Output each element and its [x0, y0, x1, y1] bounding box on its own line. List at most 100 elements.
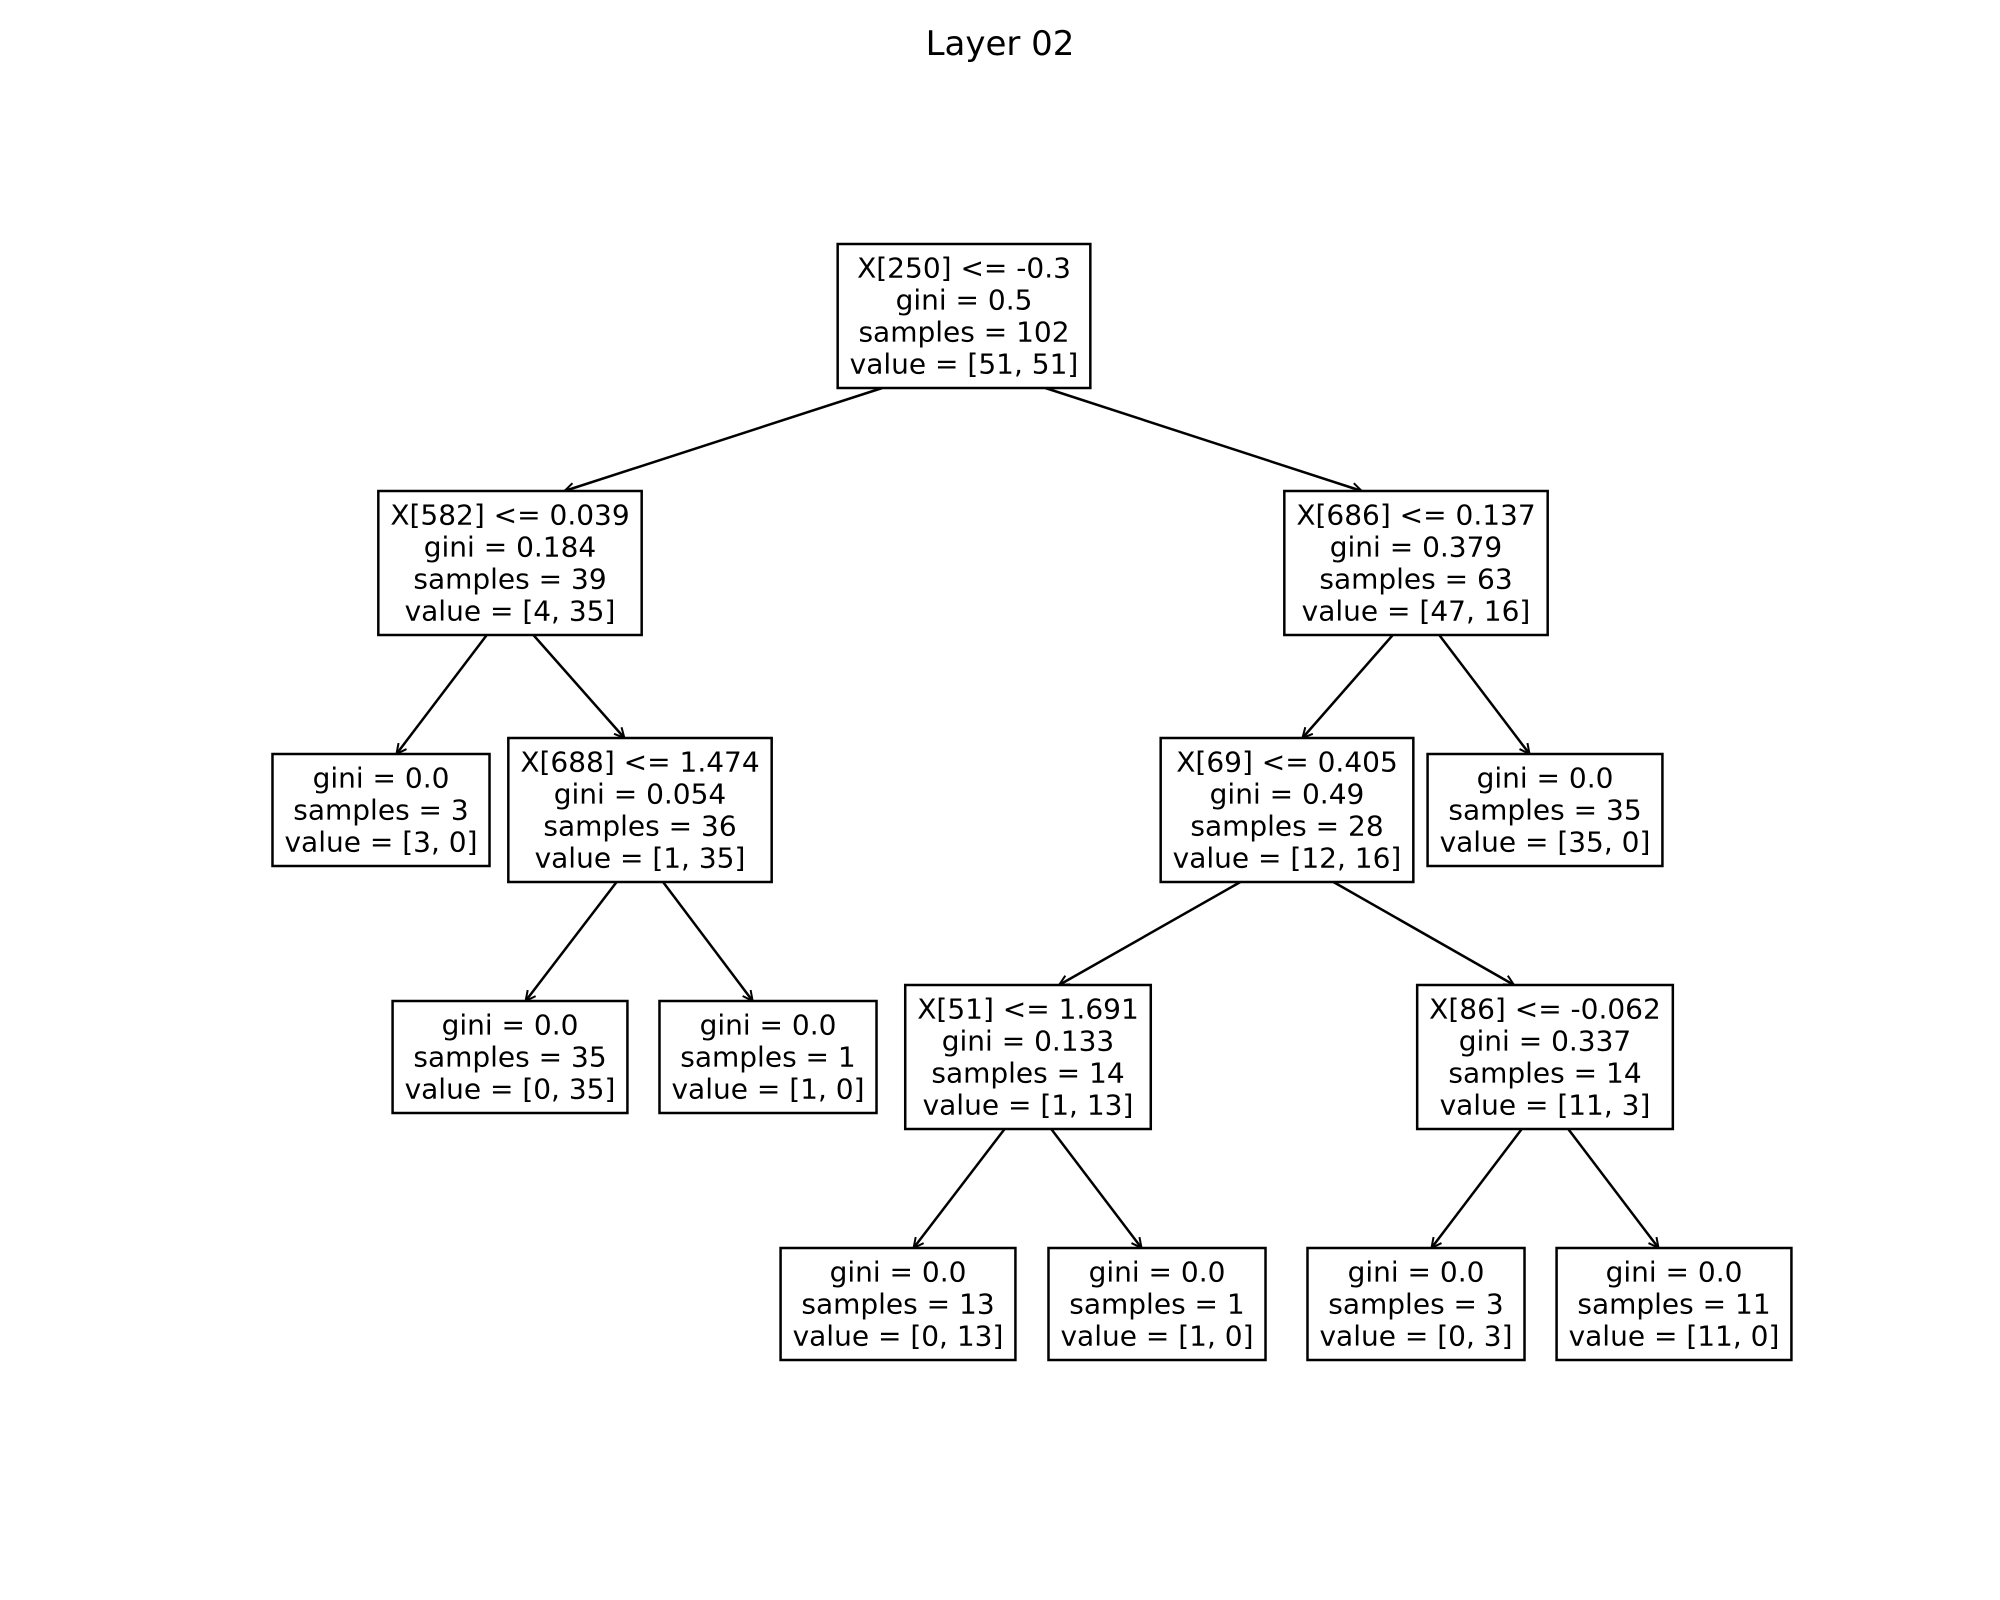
node-line: samples = 14 — [931, 1057, 1124, 1090]
tree-edge-arrow — [1431, 1128, 1523, 1248]
node-line: samples = 63 — [1319, 563, 1512, 596]
node-box — [1159, 736, 1415, 884]
tree-edge-arrow — [1567, 1128, 1658, 1248]
node-line: X[250] <= -0.3 — [857, 252, 1071, 285]
tree-edge-arrow — [1332, 880, 1514, 985]
node-line: value = [0, 3] — [1319, 1320, 1512, 1353]
node-line: value = [1, 13] — [923, 1089, 1134, 1122]
node-line: value = [0, 13] — [793, 1320, 1004, 1353]
node-box — [1306, 1246, 1526, 1362]
tree-edge-arrow — [1059, 880, 1241, 985]
node-line: gini = 0.184 — [424, 531, 597, 564]
tree-edge-arrow — [914, 1128, 1006, 1248]
tree-edge-arrow — [1438, 634, 1529, 754]
node-box — [391, 999, 629, 1115]
node-line: X[51] <= 1.691 — [917, 993, 1139, 1026]
node-line: samples = 35 — [1448, 794, 1641, 827]
tree-edge-arrow — [396, 634, 488, 754]
node-box — [836, 242, 1092, 390]
node-line: value = [1, 35] — [535, 842, 746, 875]
node-box — [1283, 489, 1549, 637]
node-line: value = [35, 0] — [1440, 826, 1651, 859]
node-line: samples = 1 — [680, 1041, 855, 1074]
node-line: value = [11, 0] — [1569, 1320, 1780, 1353]
tree-edge-arrow — [564, 386, 883, 491]
tree-edge-arrow — [532, 634, 624, 738]
node-box — [1555, 1246, 1793, 1362]
node-line: samples = 1 — [1069, 1288, 1244, 1321]
node-line: X[69] <= 0.405 — [1176, 746, 1398, 779]
node-line: value = [0, 35] — [405, 1073, 616, 1106]
node-line: value = [11, 3] — [1440, 1089, 1651, 1122]
node-line: samples = 35 — [413, 1041, 606, 1074]
node-line: gini = 0.5 — [896, 284, 1033, 317]
node-line: gini = 0.054 — [554, 778, 727, 811]
node-line: gini = 0.379 — [1330, 531, 1503, 564]
node-line: samples = 102 — [858, 316, 1069, 349]
node-line: gini = 0.0 — [1606, 1256, 1743, 1289]
node-line: value = [1, 0] — [671, 1073, 864, 1106]
node-box — [377, 489, 643, 637]
node-line: value = [3, 0] — [284, 826, 477, 859]
node-line: value = [51, 51] — [850, 348, 1079, 381]
diagram-title: Layer 02 — [925, 24, 1075, 64]
tree-edge-arrow — [1302, 634, 1394, 738]
node-line: gini = 0.0 — [700, 1009, 837, 1042]
node-box — [779, 1246, 1017, 1362]
tree-edge-arrow — [662, 881, 753, 1001]
edges-layer — [396, 386, 1658, 1248]
node-box — [658, 999, 878, 1115]
node-line: samples = 28 — [1190, 810, 1383, 843]
node-box — [903, 983, 1153, 1131]
node-line: X[86] <= -0.062 — [1429, 993, 1661, 1026]
node-line: gini = 0.0 — [1477, 762, 1614, 795]
node-box — [507, 736, 773, 884]
node-line: samples = 14 — [1448, 1057, 1641, 1090]
node-line: gini = 0.0 — [1348, 1256, 1485, 1289]
node-line: samples = 39 — [413, 563, 606, 596]
node-line: X[686] <= 0.137 — [1296, 499, 1535, 532]
tree-edge-arrow — [1050, 1128, 1141, 1248]
node-line: gini = 0.49 — [1210, 778, 1365, 811]
tree-edge-arrow — [526, 881, 618, 1001]
node-line: value = [4, 35] — [405, 595, 616, 628]
node-line: X[582] <= 0.039 — [390, 499, 629, 532]
node-line: X[688] <= 1.474 — [520, 746, 759, 779]
node-line: value = [47, 16] — [1302, 595, 1531, 628]
node-box — [1426, 752, 1664, 868]
node-line: gini = 0.337 — [1459, 1025, 1632, 1058]
node-line: samples = 3 — [293, 794, 468, 827]
node-line: gini = 0.0 — [1089, 1256, 1226, 1289]
node-line: samples = 13 — [801, 1288, 994, 1321]
node-line: value = [12, 16] — [1173, 842, 1402, 875]
node-box — [271, 752, 491, 868]
node-box — [1415, 983, 1675, 1131]
node-line: samples = 36 — [543, 810, 736, 843]
tree-edge-arrow — [1044, 386, 1361, 491]
node-box — [1047, 1246, 1267, 1362]
node-line: value = [1, 0] — [1060, 1320, 1253, 1353]
node-line: gini = 0.0 — [442, 1009, 579, 1042]
node-line: gini = 0.133 — [942, 1025, 1115, 1058]
node-line: samples = 11 — [1577, 1288, 1770, 1321]
node-line: gini = 0.0 — [313, 762, 450, 795]
node-line: samples = 3 — [1328, 1288, 1503, 1321]
